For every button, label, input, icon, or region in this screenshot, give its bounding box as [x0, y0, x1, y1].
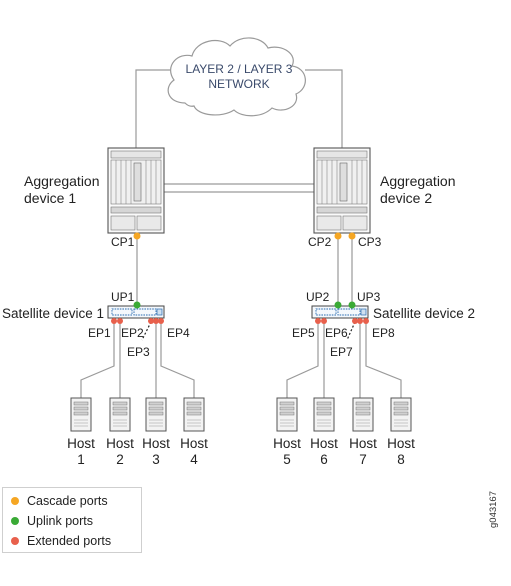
- host-number: 6: [320, 452, 328, 467]
- legend-label: Uplink ports: [27, 514, 93, 528]
- port-label-cp3: CP3: [358, 235, 382, 249]
- network-label-line2: NETWORK: [208, 77, 269, 91]
- host-number: 7: [359, 452, 367, 467]
- cascade-port-cp3: [348, 232, 356, 240]
- port-label-cp1: CP1: [111, 235, 135, 249]
- satellite-device-1-label: Satellite device 1: [2, 306, 104, 321]
- host-label: Host: [180, 436, 208, 451]
- network-cloud: LAYER 2 / LAYER 3 NETWORK: [167, 37, 306, 117]
- port-label-ep5: EP5: [292, 326, 315, 340]
- links: [80, 69, 402, 398]
- satellite-device-2-label: Satellite device 2: [373, 306, 475, 321]
- legend-label: Extended ports: [27, 534, 112, 548]
- aggregation-device-2-label-line2: device 2: [380, 190, 432, 206]
- host-label: Host: [273, 436, 301, 451]
- legend-item-uplink: Uplink ports: [11, 514, 93, 528]
- legend-label: Cascade ports: [27, 494, 108, 508]
- aggregation-device-2: [313, 147, 371, 234]
- host-server: [70, 397, 92, 432]
- figure-id: g043167: [488, 491, 499, 528]
- host-number: 2: [116, 452, 124, 467]
- link-ep1-host1: [80, 322, 115, 398]
- port-label-ep8: EP8: [372, 326, 395, 340]
- link-ep4-host4: [160, 322, 195, 398]
- legend-item-cascade: Cascade ports: [11, 494, 108, 508]
- extended-port-ep5: [315, 318, 321, 324]
- cascade-port-cp2: [334, 232, 342, 240]
- host-server: [109, 397, 131, 432]
- extended-port-ep7b: [357, 318, 363, 324]
- host-label: Host: [310, 436, 338, 451]
- uplink-port-up1: [133, 301, 141, 309]
- extended-port-ep2: [117, 318, 123, 324]
- link-ep5-host5: [286, 322, 319, 398]
- cascade-port-dots: [133, 232, 356, 240]
- link-ep8-host8: [365, 322, 402, 398]
- port-label-ep1: EP1: [88, 326, 111, 340]
- aggregation-device-1-label-line2: device 1: [24, 190, 76, 206]
- host-server: [313, 397, 335, 432]
- host-label: Host: [106, 436, 134, 451]
- extended-port-dots: [111, 318, 369, 324]
- host-label: Host: [387, 436, 415, 451]
- host-server: [352, 397, 374, 432]
- extended-port-ep3: [148, 318, 154, 324]
- legend-item-extended: Extended ports: [11, 534, 111, 548]
- port-label-up2: UP2: [306, 290, 330, 304]
- aggregation-device-1: [107, 147, 165, 234]
- host-server: [145, 397, 167, 432]
- port-label-ep4: EP4: [167, 326, 190, 340]
- host-number: 4: [190, 452, 198, 467]
- link-agg2-network: [305, 69, 343, 148]
- cascade-dot-icon: [11, 497, 19, 505]
- extended-port-ep1: [111, 318, 117, 324]
- port-label-ep7: EP7: [330, 345, 353, 359]
- host-label: Host: [349, 436, 377, 451]
- port-label-up3: UP3: [357, 290, 381, 304]
- port-label-cp2: CP2: [308, 235, 332, 249]
- port-label-up1: UP1: [111, 290, 135, 304]
- link-ep-dotted: [141, 321, 152, 341]
- host-label: Host: [142, 436, 170, 451]
- extended-port-ep6: [321, 318, 327, 324]
- host-number: 5: [283, 452, 291, 467]
- extended-port-ep7: [352, 318, 358, 324]
- aggregation-device-1-label-line1: Aggregation: [24, 173, 100, 189]
- host-number: 8: [397, 452, 405, 467]
- host-number: 3: [152, 452, 160, 467]
- host-label: Host: [67, 436, 95, 451]
- extended-dot-icon: [11, 537, 19, 545]
- extended-port-ep3b: [153, 318, 159, 324]
- host-server: [390, 397, 412, 432]
- port-label-ep3: EP3: [127, 345, 150, 359]
- host-server: [276, 397, 298, 432]
- extended-port-ep8: [363, 318, 369, 324]
- host-server: [183, 397, 205, 432]
- aggregation-device-2-label-line1: Aggregation: [380, 173, 456, 189]
- cascade-port-cp1: [133, 232, 141, 240]
- port-label-ep6: EP6: [325, 326, 348, 340]
- uplink-dot-icon: [11, 517, 19, 525]
- link-ep-dotted: [346, 321, 356, 341]
- extended-port-ep4: [158, 318, 164, 324]
- link-agg1-network: [135, 69, 170, 148]
- uplink-port-up2: [334, 301, 342, 309]
- uplink-port-up3: [348, 301, 356, 309]
- port-label-ep2: EP2: [121, 326, 144, 340]
- host-number: 1: [77, 452, 85, 467]
- network-label-line1: LAYER 2 / LAYER 3: [186, 62, 293, 76]
- legend: Cascade ports Uplink ports Extended port…: [2, 487, 142, 553]
- uplink-port-dots: [133, 301, 356, 309]
